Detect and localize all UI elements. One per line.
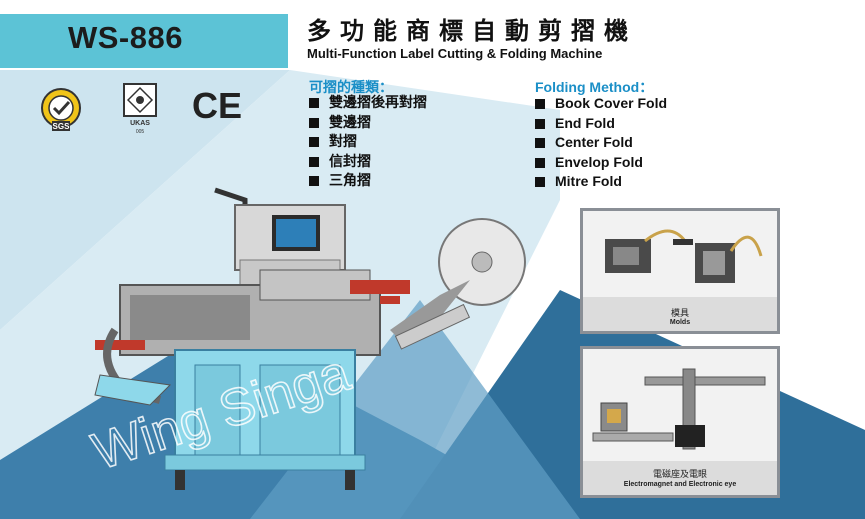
model-number: WS-886	[68, 20, 183, 55]
sgs-logo: SGS	[41, 88, 81, 131]
electromagnet-panel: 電磁座及電眼 Electromagnet and Electronic eye	[580, 346, 780, 498]
list-item: 對摺	[309, 133, 427, 153]
list-item: 信封摺	[309, 153, 427, 173]
molds-panel: 模具 Molds	[580, 208, 780, 334]
svg-text:005: 005	[136, 129, 145, 134]
electromagnet-photo	[583, 368, 777, 495]
folding-list-zh: 雙邊摺後再對摺 雙邊摺 對摺 信封摺 三角摺	[309, 94, 427, 192]
molds-photo	[583, 229, 777, 331]
model-banner	[0, 14, 288, 68]
title-chinese: 多功能商標自動剪摺機	[307, 17, 637, 45]
list-item: Center Fold	[535, 133, 667, 153]
list-item: 雙邊摺後再對摺	[309, 94, 427, 114]
folding-heading-en: Folding Method：	[535, 79, 654, 95]
ce-mark: CE	[192, 86, 242, 124]
machine-stand	[164, 349, 366, 490]
list-item: 三角摺	[309, 172, 427, 192]
label-reel	[390, 218, 526, 350]
list-item: Envelop Fold	[535, 153, 667, 173]
folding-heading-zh: 可摺的種類：	[309, 79, 393, 95]
list-item: End Fold	[535, 114, 667, 134]
electromagnet-caption-en: Electromagnet and Electronic eye	[623, 481, 737, 488]
molds-caption-zh: 模具	[670, 309, 689, 319]
machine-illustration: Wing Singa	[94, 187, 526, 490]
svg-text:CE: CE	[192, 86, 242, 124]
electromagnet-caption-zh: 電磁座及電眼	[652, 470, 707, 480]
list-item: Mitre Fold	[535, 172, 667, 192]
list-item: Book Cover Fold	[535, 94, 667, 114]
list-item: 雙邊摺	[309, 114, 427, 134]
title-english: Multi-Function Label Cutting & Folding M…	[307, 46, 603, 61]
folding-list-en: Book Cover Fold End Fold Center Fold Env…	[535, 94, 667, 192]
svg-text:UKAS: UKAS	[130, 120, 150, 127]
molds-caption-en: Molds	[669, 319, 691, 326]
ukas-logo: UKAS 005	[123, 83, 157, 134]
svg-text:SGS: SGS	[53, 122, 71, 131]
machine-body	[94, 269, 410, 406]
